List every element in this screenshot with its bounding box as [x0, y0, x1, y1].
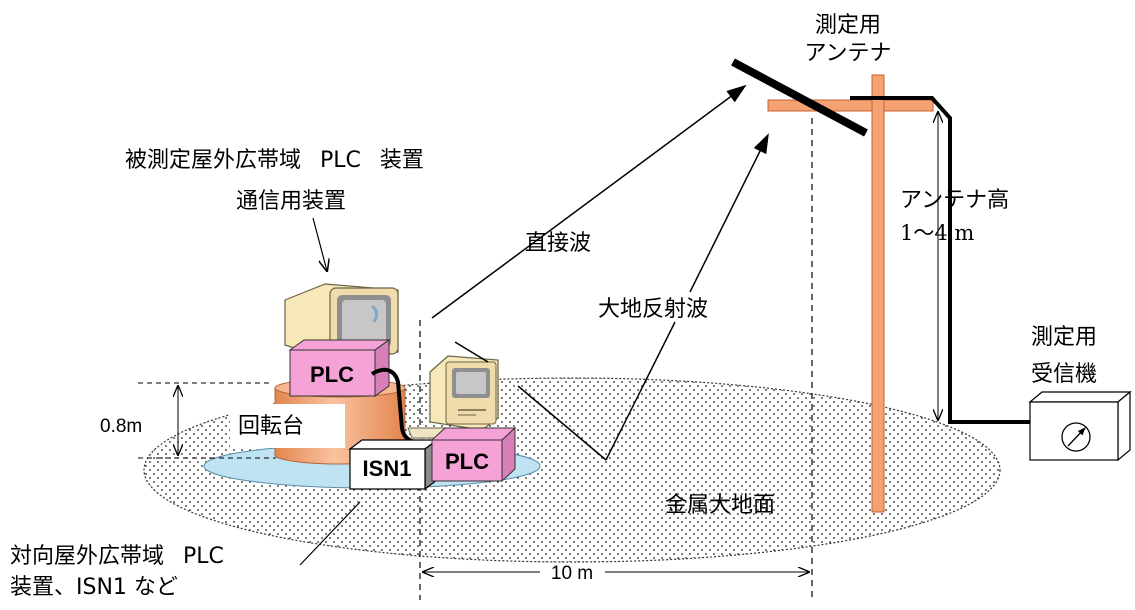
ground-plane-label: 金属大地面: [665, 493, 775, 518]
meter-gauge-icon: [1061, 422, 1091, 452]
antenna-label-line2: アンテナ: [804, 41, 891, 66]
counterpart-plc-label: PLC: [445, 449, 489, 474]
ground-reflected-wave-label: 大地反射波: [598, 297, 708, 322]
direct-wave-arrow: [431, 84, 747, 319]
ground-reflected-wave-path: [454, 133, 769, 461]
turntable-label-backing: [230, 404, 345, 448]
eut-comm-device-label: 通信用装置: [236, 189, 346, 214]
turntable-height-label: 0.8m: [100, 416, 142, 437]
counterpart-plc-box: PLC: [430, 426, 517, 483]
receiver-label-line2: 受信機: [1031, 362, 1097, 387]
eut-plc-label: PLC: [310, 362, 354, 387]
eut-plc-box: PLC: [288, 339, 391, 397]
antenna-height-range: 1～4 m: [900, 221, 974, 245]
counterpart-label-line2: 装置、ISN1 など: [10, 575, 178, 600]
antenna-crossbar: [767, 99, 934, 112]
eut-title: 被測定屋外広帯域 PLC 装置: [125, 148, 424, 173]
antenna-height-label: アンテナ高: [900, 188, 1009, 213]
eut-leader-arrow: [312, 217, 327, 271]
measurement-receiver: [1028, 390, 1132, 462]
isn1-box: ISN1: [348, 438, 439, 491]
measurement-antenna: [731, 58, 934, 513]
direct-wave-label: 直接波: [525, 231, 591, 256]
antenna-pole: [871, 74, 885, 513]
antenna-label-line1: 測定用: [815, 13, 881, 38]
ground-reflected-wave-arrow: [689, 133, 769, 293]
distance-label: 10 m: [551, 563, 593, 584]
turntable-label: 回転台: [238, 414, 304, 439]
antenna-element: [731, 58, 868, 137]
isn1-label: ISN1: [363, 456, 412, 481]
counterpart-label-line1: 対向屋外広帯域 PLC: [10, 544, 224, 569]
receiver-label-line1: 測定用: [1031, 325, 1097, 350]
counterpart-leader-line: [299, 501, 361, 566]
antenna-cable: [850, 96, 1032, 424]
